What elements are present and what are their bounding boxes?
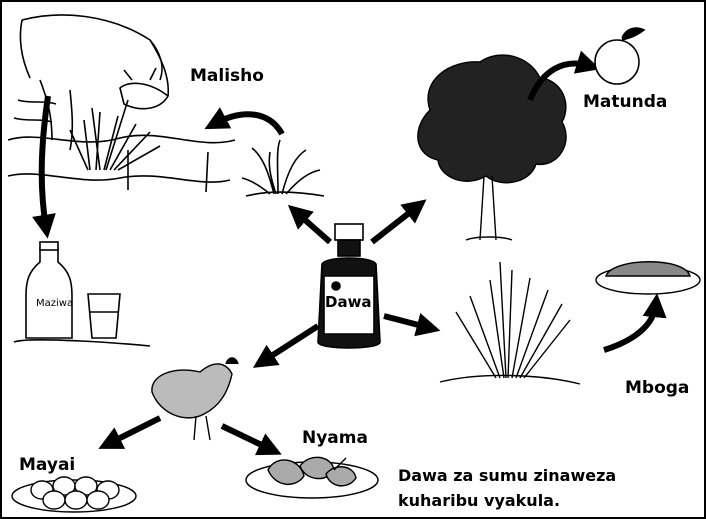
label-mayai: Mayai <box>19 455 75 475</box>
caption-line-2: kuharibu vyakula. <box>398 488 698 513</box>
vegetables-bush-picture <box>440 262 580 384</box>
arrow-chicken-to-eggs <box>108 418 160 444</box>
arrow-cow-to-milk <box>42 96 48 228</box>
label-nyama: Nyama <box>302 428 368 448</box>
fruit-picture <box>595 28 644 84</box>
meat-plate-picture <box>246 457 378 498</box>
label-matunda: Matunda <box>583 92 667 112</box>
label-maziwa: Maziwa <box>36 298 73 309</box>
label-malisho: Malisho <box>190 66 264 86</box>
label-mboga: Mboga <box>625 378 689 398</box>
label-dawa: Dawa <box>325 293 372 311</box>
milk-bottle-glass-picture <box>14 242 150 346</box>
arrow-dawa-to-tree <box>372 206 418 242</box>
arrow-chicken-to-meat <box>222 426 272 450</box>
arrow-grass-to-pasture <box>214 114 282 134</box>
grass-picture <box>242 140 324 196</box>
eggs-plate-picture <box>12 477 136 512</box>
arrow-dawa-to-vegetables <box>384 316 430 328</box>
caption-line-1: Dawa za sumu zinaweza <box>398 463 698 488</box>
arrow-dawa-to-grass <box>296 212 330 242</box>
arrow-dawa-to-chicken <box>262 326 318 362</box>
caption: Dawa za sumu zinaweza kuharibu vyakula. <box>398 463 698 513</box>
tree-picture <box>418 55 566 240</box>
vegetable-dish-picture <box>596 262 700 294</box>
arrow-vegetables-to-dish <box>604 304 656 350</box>
